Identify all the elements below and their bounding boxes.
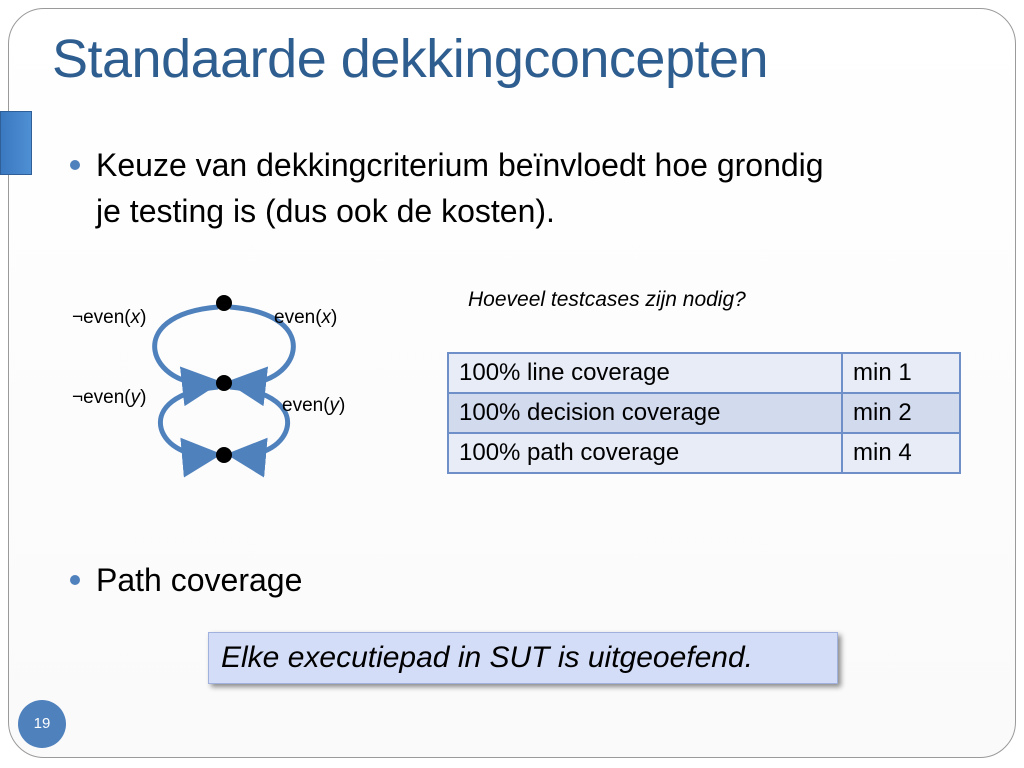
table-cell-min: min 2 xyxy=(841,392,961,434)
coverage-table: 100% line coverage min 1 100% decision c… xyxy=(447,352,961,474)
label-not-even-y: ¬even(y) xyxy=(72,387,146,408)
table-row: 100% line coverage min 1 xyxy=(447,352,961,394)
control-flow-graph: ¬even(x) even(x) ¬even(y) even(y) xyxy=(72,295,345,478)
bullet-marker xyxy=(70,575,80,585)
table-cell-criterion: 100% path coverage xyxy=(447,432,843,474)
side-accent-tab xyxy=(0,111,32,175)
table-cell-min: min 4 xyxy=(841,432,961,474)
bullet-text-line: Path coverage xyxy=(96,562,303,598)
edge-even-x xyxy=(226,304,296,407)
label-even-x: even(x) xyxy=(274,307,337,328)
bullet-marker xyxy=(70,160,80,170)
edge-not-even-x xyxy=(152,304,222,407)
table-cell-min: min 1 xyxy=(841,352,961,394)
slide-title: Standaarde dekkingconcepten xyxy=(52,29,769,89)
edge-even-y xyxy=(226,384,291,478)
label-even-y: even(y) xyxy=(282,395,345,416)
graph-node-middle xyxy=(216,375,232,391)
bullet-text-line: Keuze van dekkingcriterium beïnvloedt ho… xyxy=(96,147,824,183)
table-cell-criterion: 100% line coverage xyxy=(447,352,843,394)
table-cell-criterion: 100% decision coverage xyxy=(447,392,843,434)
table-row: 100% decision coverage min 2 xyxy=(447,392,961,434)
question-text: Hoeveel testcases zijn nodig? xyxy=(468,288,746,311)
page-number-badge: 19 xyxy=(18,700,66,748)
callout-text: Elke executiepad in SUT is uitgeoefend. xyxy=(221,641,753,674)
bullet-text-line: je testing is (dus ook de kosten). xyxy=(96,193,555,229)
edge-not-even-y xyxy=(157,384,222,478)
table-row: 100% path coverage min 4 xyxy=(447,432,961,474)
graph-node-exit xyxy=(216,447,232,463)
definition-callout: Elke executiepad in SUT is uitgeoefend. xyxy=(208,632,838,684)
graph-node-entry xyxy=(216,295,232,311)
label-not-even-x: ¬even(x) xyxy=(72,307,146,328)
